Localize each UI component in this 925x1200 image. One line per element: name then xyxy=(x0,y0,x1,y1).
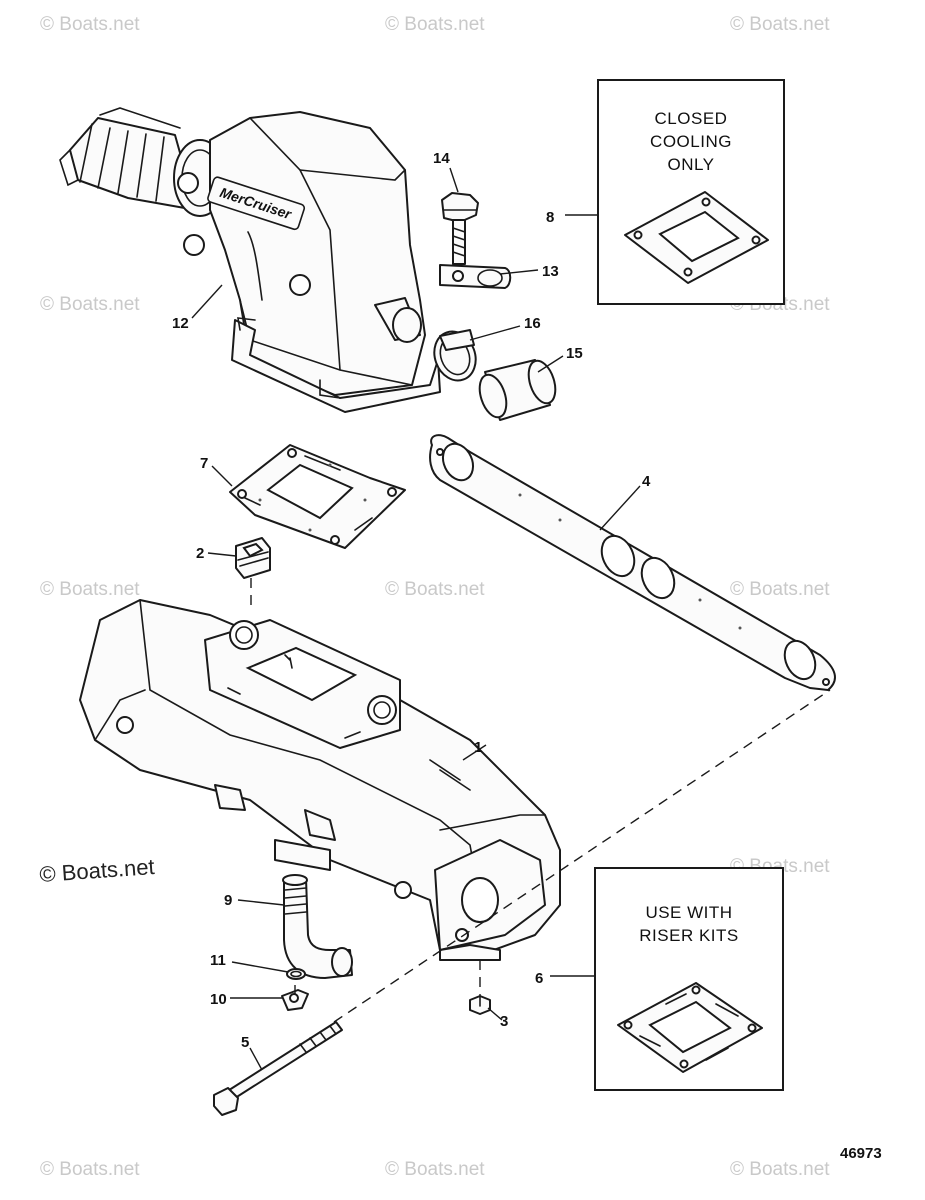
watermark: © Boats.net xyxy=(385,1159,485,1180)
callout-13: 13 xyxy=(542,263,559,280)
riser-kits-box: USE WITH RISER KITS xyxy=(594,867,784,1091)
callout-14: 14 xyxy=(433,150,450,167)
gasket-part-6 xyxy=(617,982,763,1073)
watermark: © Boats.net xyxy=(39,854,156,887)
gasket-part-7 xyxy=(229,444,406,549)
callout-9: 9 xyxy=(224,892,232,909)
watermark: © Boats.net xyxy=(40,1159,140,1180)
callout-1: 1 xyxy=(474,739,482,756)
watermark: © Boats.net xyxy=(40,294,140,315)
elbow-fitting-part-9 xyxy=(282,874,353,979)
watermark: © Boats.net xyxy=(385,579,485,600)
callout-6: 6 xyxy=(535,970,543,987)
bolt-part-14 xyxy=(441,192,479,265)
exhaust-elbow-part-12: MerCruiser xyxy=(59,107,441,413)
box-note-line: USE WITH xyxy=(645,903,732,922)
figure-number: 46973 xyxy=(840,1145,882,1162)
closed-cooling-only-box: CLOSED COOLING ONLY xyxy=(597,79,785,305)
callout-labels: 1 2 3 4 5 6 7 8 9 10 11 12 13 14 15 16 xyxy=(172,150,651,1051)
leader-lines xyxy=(191,167,641,1071)
callout-11: 11 xyxy=(210,952,226,969)
clamp-part-13 xyxy=(439,264,512,289)
watermark: © Boats.net xyxy=(385,14,485,35)
box-note-line: COOLING xyxy=(650,132,732,151)
assembly-lines xyxy=(250,578,831,1023)
callout-16: 16 xyxy=(524,315,541,332)
watermark: © Boats.net xyxy=(40,14,140,35)
exhaust-manifold-part-1 xyxy=(79,599,561,961)
long-bolt-part-5 xyxy=(213,1021,343,1116)
box-note-line: CLOSED xyxy=(655,109,728,128)
callout-12: 12 xyxy=(172,315,189,332)
watermark: © Boats.net xyxy=(730,1159,830,1180)
callout-3: 3 xyxy=(500,1013,508,1030)
gasket-part-8 xyxy=(624,191,769,284)
callout-4: 4 xyxy=(642,473,651,490)
hose-clamp-part-16 xyxy=(433,329,477,382)
nut-part-3 xyxy=(469,995,491,1015)
watermark: © Boats.net xyxy=(40,579,140,600)
callout-10: 10 xyxy=(210,991,227,1008)
callout-5: 5 xyxy=(241,1034,249,1051)
manifold-gasket-part-4 xyxy=(429,434,836,691)
watermark: © Boats.net xyxy=(730,14,830,35)
callout-15: 15 xyxy=(566,345,583,362)
fitting-part-10 xyxy=(281,989,309,1011)
pipe-plug-part-2 xyxy=(235,537,271,579)
o-ring-part-11 xyxy=(286,968,306,980)
box-note-line: RISER KITS xyxy=(639,926,738,945)
callout-8: 8 xyxy=(546,209,554,226)
callout-2: 2 xyxy=(196,545,204,562)
watermark: © Boats.net xyxy=(730,579,830,600)
box-note-line: ONLY xyxy=(667,155,714,174)
hose-part-15 xyxy=(478,359,557,421)
callout-7: 7 xyxy=(200,455,208,472)
